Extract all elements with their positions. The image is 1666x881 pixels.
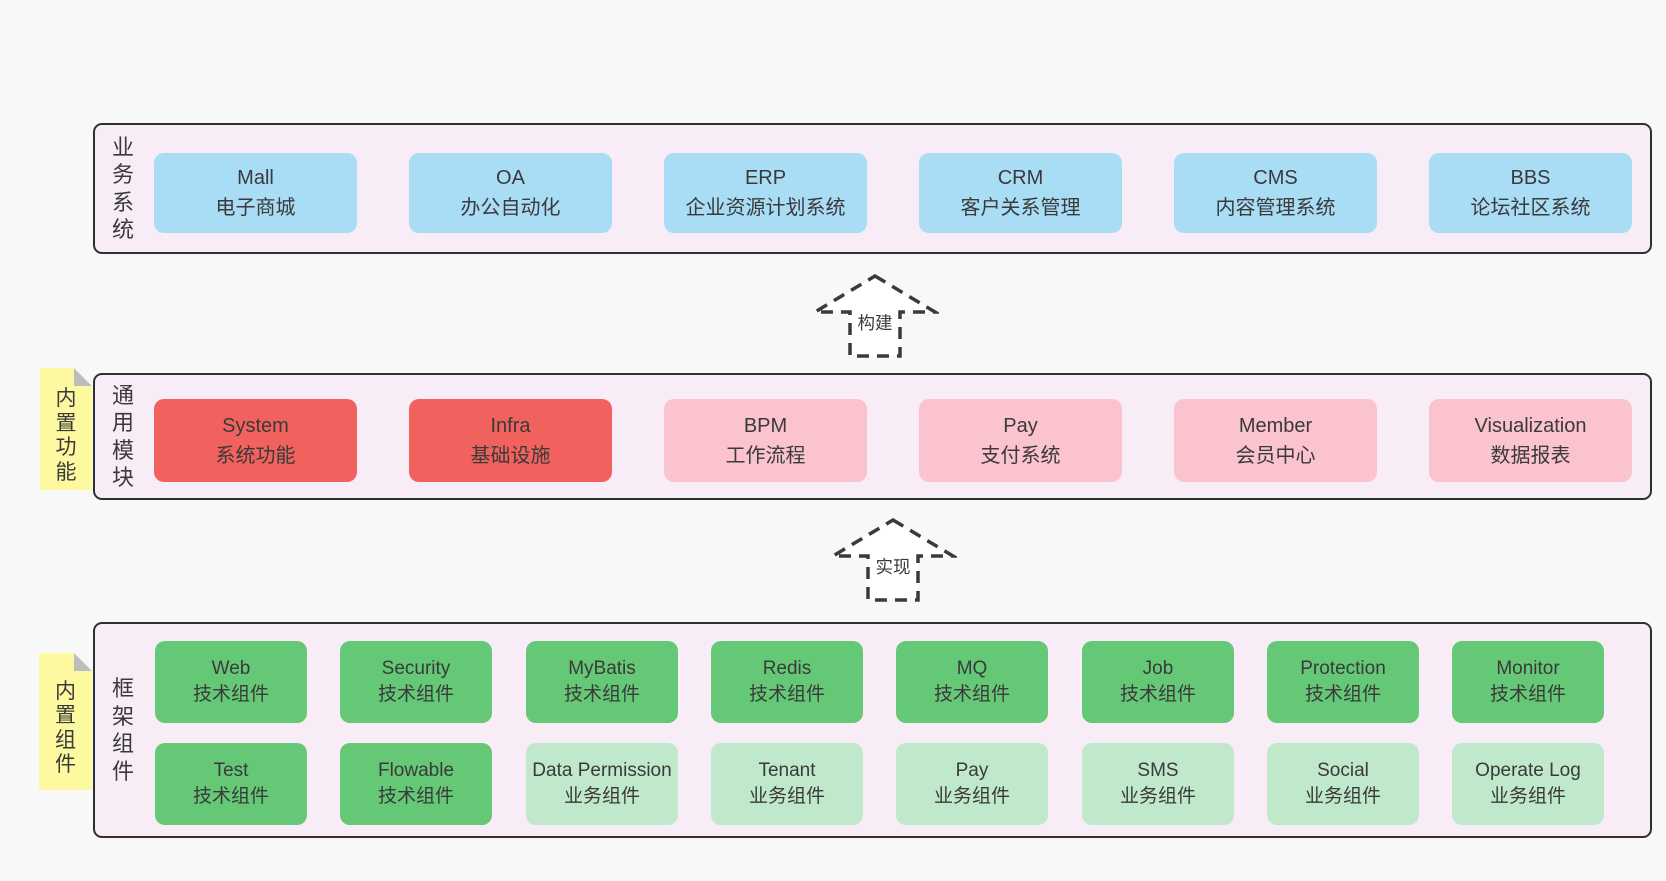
- box-protection: Protection 技术组件: [1267, 641, 1419, 723]
- box-mybatis: MyBatis 技术组件: [526, 641, 678, 723]
- box-tenant: Tenant 业务组件: [711, 743, 863, 825]
- box-oa: OA 办公自动化: [409, 153, 612, 233]
- box-monitor: Monitor 技术组件: [1452, 641, 1604, 723]
- box-system: System 系统功能: [154, 399, 357, 482]
- box-infra: Infra 基础设施: [409, 399, 612, 482]
- box-social: Social 业务组件: [1267, 743, 1419, 825]
- note-fold-icon: [74, 368, 92, 386]
- box-mq: MQ 技术组件: [896, 641, 1048, 723]
- box-member: Member 会员中心: [1174, 399, 1377, 482]
- box-data-permission: Data Permission 业务组件: [526, 743, 678, 825]
- box-cms: CMS 内容管理系统: [1174, 153, 1377, 233]
- arrow-implement-icon: 实现: [829, 516, 957, 604]
- box-bpm: BPM 工作流程: [664, 399, 867, 482]
- box-visualization: Visualization 数据报表: [1429, 399, 1632, 482]
- arrow-build-label: 构建: [858, 313, 893, 333]
- box-crm: CRM 客户关系管理: [919, 153, 1122, 233]
- box-pay-component: Pay 业务组件: [896, 743, 1048, 825]
- note-built-in-features: 内置功能: [40, 368, 92, 490]
- arrow-build-icon: 构建: [811, 272, 939, 360]
- box-flowable: Flowable 技术组件: [340, 743, 492, 825]
- box-web: Web 技术组件: [155, 641, 307, 723]
- label-framework-components: 框架组件: [111, 676, 134, 784]
- box-redis: Redis 技术组件: [711, 641, 863, 723]
- box-pay-module: Pay 支付系统: [919, 399, 1122, 482]
- arrow-implement-label: 实现: [876, 557, 911, 577]
- container-common-modules: 通用模块 System 系统功能 Infra 基础设施 BPM 工作流程 Pay…: [93, 373, 1652, 500]
- box-job: Job 技术组件: [1082, 641, 1234, 723]
- container-business-systems: 业务系统 Mall 电子商城 OA 办公自动化 ERP 企业资源计划系统 CRM…: [93, 123, 1652, 254]
- box-test: Test 技术组件: [155, 743, 307, 825]
- box-sms: SMS 业务组件: [1082, 743, 1234, 825]
- note-fold-icon: [74, 653, 92, 671]
- box-bbs: BBS 论坛社区系统: [1429, 153, 1632, 233]
- box-security: Security 技术组件: [340, 641, 492, 723]
- box-operate-log: Operate Log 业务组件: [1452, 743, 1604, 825]
- label-business-systems: 业务系统: [111, 134, 134, 243]
- label-common-modules: 通用模块: [111, 382, 134, 491]
- box-erp: ERP 企业资源计划系统: [664, 153, 867, 233]
- note-built-in-components: 内置组件: [39, 653, 92, 790]
- container-framework-components: 框架组件 Web 技术组件 Security 技术组件 MyBatis 技术组件…: [93, 622, 1652, 838]
- box-mall: Mall 电子商城: [154, 153, 357, 233]
